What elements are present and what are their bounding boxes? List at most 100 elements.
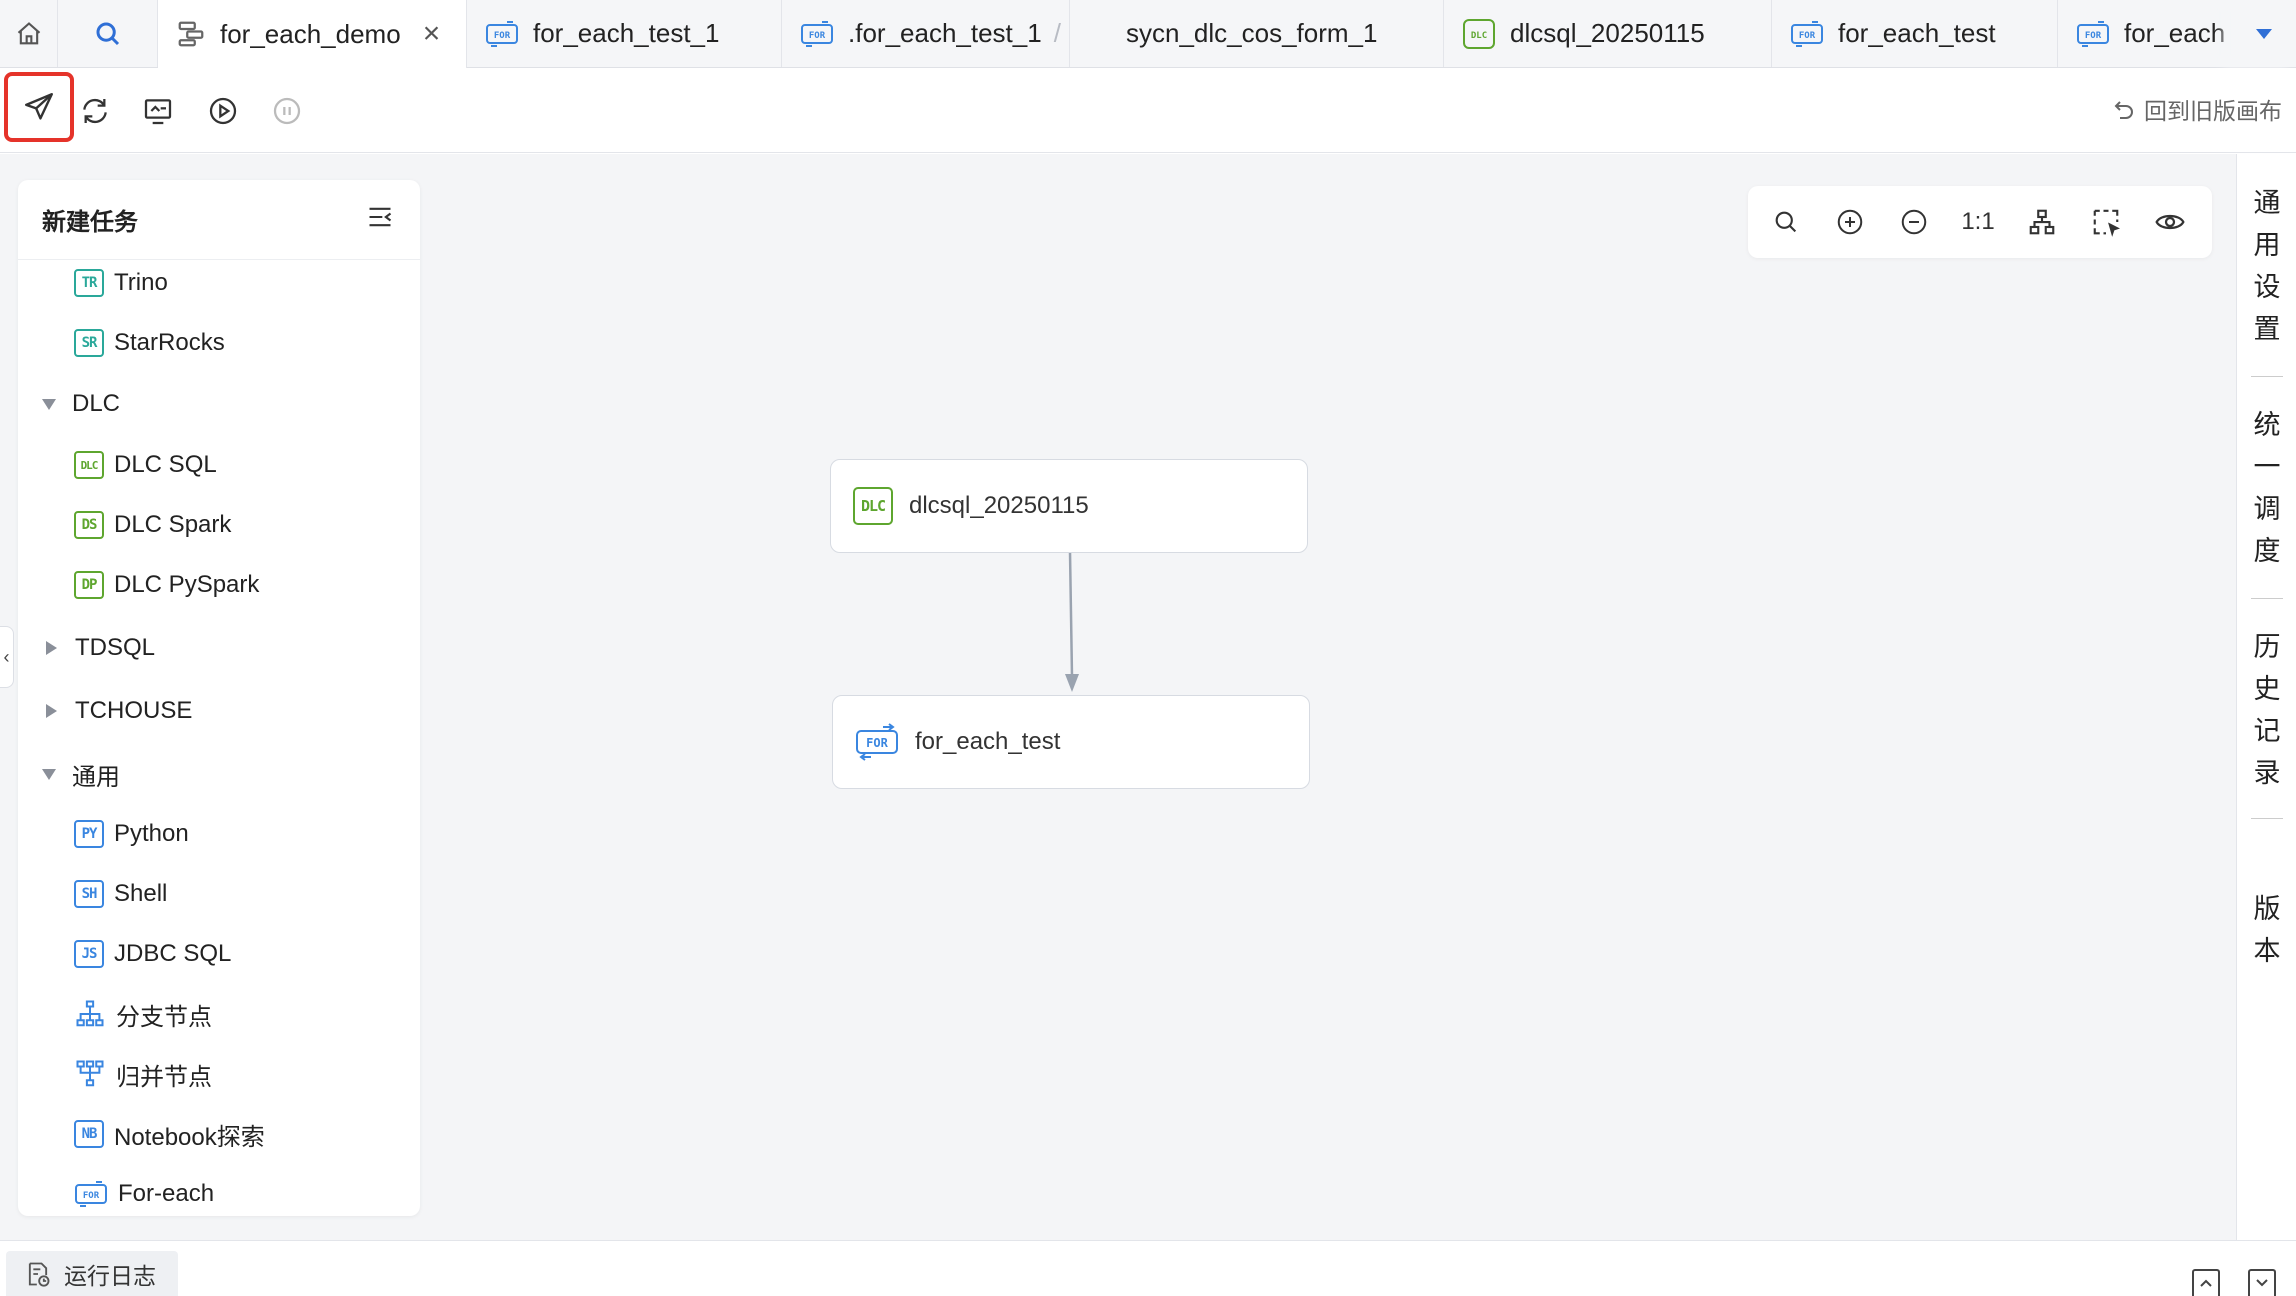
- caret-right-icon: [46, 704, 57, 718]
- zoom-out-button[interactable]: [1892, 200, 1936, 244]
- zoom-in-icon: [1837, 209, 1863, 235]
- dlc-pyspark-icon: DP: [74, 571, 104, 599]
- char: 调: [2253, 494, 2281, 524]
- canvas-node-dlcsql[interactable]: DLC dlcsql_20250115: [830, 459, 1308, 553]
- reset-zoom-button[interactable]: 1:1: [1956, 200, 2000, 244]
- toolbar: 回到旧版画布: [0, 68, 2296, 153]
- panel-toggle-handle[interactable]: ‹: [0, 626, 14, 688]
- task-item-merge[interactable]: 归并节点: [74, 1054, 212, 1094]
- svg-text:FOR: FOR: [494, 31, 511, 41]
- group-dlc[interactable]: DLC: [18, 384, 120, 424]
- tab-bar: for_each_demo × FOR for_each_test_1 FOR …: [0, 0, 2296, 68]
- canvas-node-for-each-test[interactable]: FOR for_each_test: [832, 695, 1310, 789]
- task-item-jdbc-sql[interactable]: JS JDBC SQL: [74, 934, 231, 974]
- zoom-in-button[interactable]: [1828, 200, 1872, 244]
- group-tdsql[interactable]: TDSQL: [18, 628, 155, 668]
- task-item-starrocks[interactable]: SR StarRocks: [74, 323, 225, 363]
- tab-for-each[interactable]: FOR for_each: [2058, 0, 2238, 67]
- tab-label: dlcsql_20250115: [1510, 18, 1705, 48]
- task-item-dlc-spark[interactable]: DS DLC Spark: [74, 505, 231, 545]
- send-icon: [25, 93, 53, 120]
- divider: [2251, 376, 2283, 377]
- for-icon: FOR: [1790, 19, 1824, 49]
- task-item-notebook[interactable]: NB Notebook探索: [74, 1114, 265, 1154]
- task-item-for-each[interactable]: FOR For-each: [74, 1174, 214, 1214]
- tab-label: for_each: [2124, 18, 2226, 48]
- for-icon: FOR: [800, 19, 834, 49]
- char: 一: [2253, 452, 2281, 482]
- task-item-branch[interactable]: 分支节点: [74, 994, 212, 1034]
- chevron-down-icon: [2256, 1279, 2268, 1287]
- task-item-label: Shell: [114, 880, 168, 907]
- svg-text:FOR: FOR: [809, 31, 826, 41]
- preview-button[interactable]: [2148, 200, 2192, 244]
- for-icon: FOR: [855, 723, 899, 761]
- run-log-label: 运行日志: [64, 1263, 156, 1289]
- char: 本: [2253, 936, 2281, 966]
- tab-dlcsql[interactable]: DLC dlcsql_20250115: [1444, 0, 1772, 67]
- task-item-label: 分支节点: [116, 1003, 212, 1031]
- dlc-icon: DLC: [853, 487, 893, 525]
- panel-title: 新建任务: [42, 209, 138, 236]
- undo-icon: [2114, 101, 2133, 119]
- run-log-tab[interactable]: 运行日志: [6, 1251, 178, 1296]
- divider: [2251, 598, 2283, 599]
- task-item-label: Trino: [114, 269, 168, 296]
- run-button[interactable]: [198, 86, 248, 136]
- general-settings-button[interactable]: 通 用 设 置: [2237, 182, 2296, 350]
- task-item-label: For-each: [118, 1180, 215, 1207]
- history-button[interactable]: 历 史 记 录: [2237, 626, 2296, 794]
- dlc-sql-icon: DLC: [74, 451, 104, 479]
- group-general[interactable]: 通用: [18, 754, 120, 794]
- canvas-search-button[interactable]: [1764, 200, 1808, 244]
- task-item-trino[interactable]: TR Trino: [74, 263, 168, 303]
- pause-button[interactable]: [262, 86, 312, 136]
- tab-label: for_each_test: [1838, 18, 1996, 48]
- caret-down-icon: [42, 398, 56, 410]
- group-tchouse[interactable]: TCHOUSE: [18, 691, 192, 731]
- unified-scheduling-button[interactable]: 统 一 调 度: [2237, 404, 2296, 572]
- close-icon[interactable]: ×: [422, 17, 441, 50]
- back-to-old-canvas-label: 回到旧版画布: [2144, 98, 2282, 124]
- version-button[interactable]: 版 本: [2237, 888, 2296, 972]
- char: 史: [2253, 674, 2281, 704]
- caret-down-icon: [2256, 28, 2272, 39]
- group-label: TDSQL: [75, 634, 156, 661]
- auto-layout-button[interactable]: [2020, 200, 2064, 244]
- minimize-panel-button[interactable]: [2248, 1269, 2276, 1296]
- refresh-button[interactable]: [70, 86, 120, 136]
- zoom-out-icon: [1901, 209, 1927, 235]
- shell-icon: SH: [74, 880, 104, 908]
- task-item-dlc-pyspark[interactable]: DP DLC PySpark: [74, 565, 259, 605]
- back-to-old-canvas-link[interactable]: 回到旧版画布: [2112, 92, 2282, 126]
- tab-for-each-test-1-path[interactable]: FOR .for_each_test_1 / ETL: [782, 0, 1070, 67]
- box-select-button[interactable]: [2084, 200, 2128, 244]
- deploy-button[interactable]: [133, 86, 183, 136]
- tab-overflow-button[interactable]: [2232, 0, 2296, 67]
- task-item-dlc-sql[interactable]: DLC DLC SQL: [74, 445, 217, 485]
- right-side-bar: 通 用 设 置 统 一 调 度 历 史 记 录 版 本: [2236, 154, 2296, 1240]
- svg-text:FOR: FOR: [866, 736, 888, 750]
- tab-for-each-test[interactable]: FOR for_each_test: [1772, 0, 2058, 67]
- task-item-python[interactable]: PY Python: [74, 814, 189, 854]
- maximize-panel-button[interactable]: [2192, 1269, 2220, 1296]
- home-button[interactable]: [0, 0, 58, 67]
- tab-separator: /: [1053, 18, 1061, 48]
- search-tab-button[interactable]: [58, 0, 158, 67]
- dlc-icon: DLC: [1462, 18, 1496, 50]
- svg-text:FOR: FOR: [83, 1191, 100, 1201]
- collapse-panel-button[interactable]: [366, 203, 394, 236]
- dlc-spark-icon: DS: [74, 511, 104, 539]
- tab-sycn-dlc-cos-form[interactable]: sycn_dlc_cos_form_1: [1070, 0, 1444, 67]
- eye-icon: [2155, 214, 2185, 230]
- task-item-shell[interactable]: SH Shell: [74, 874, 167, 914]
- submit-button[interactable]: [4, 72, 74, 142]
- svg-text:DLC: DLC: [1471, 31, 1487, 41]
- workflow-icon: [176, 19, 206, 49]
- tab-for-each-test-1[interactable]: FOR for_each_test_1: [467, 0, 782, 67]
- char: 通: [2253, 188, 2281, 218]
- char: 设: [2253, 272, 2281, 302]
- hierarchy-icon: [2029, 209, 2055, 235]
- char: 置: [2253, 314, 2281, 344]
- tab-for-each-demo[interactable]: for_each_demo ×: [158, 0, 467, 68]
